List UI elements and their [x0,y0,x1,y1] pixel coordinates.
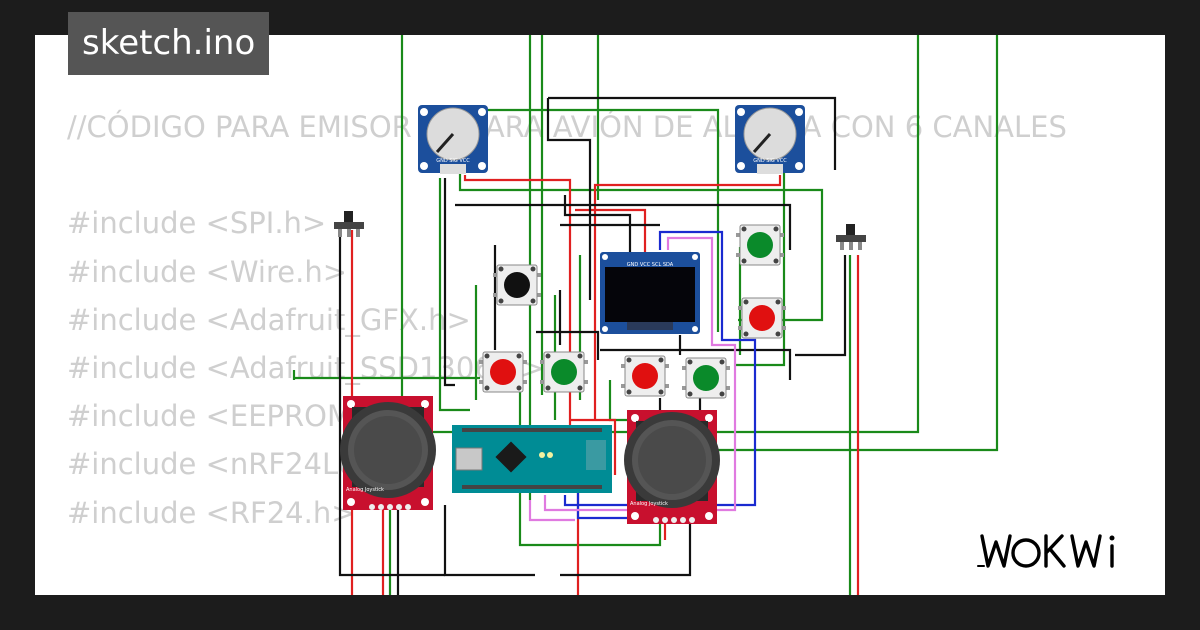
wire-red [575,208,647,255]
oled-display[interactable]: GND VCC SCL SDA [600,252,700,334]
wire-red [570,418,617,475]
wire-black [455,203,792,250]
wire-black [536,330,600,360]
wire-black [600,348,792,380]
code-line: // Definición de pines [67,585,1067,595]
pot-pin-labels: GND SIG VCC [436,158,470,164]
wire-green [477,108,720,332]
file-tab[interactable]: sketch.ino [68,12,270,75]
wire-red [463,175,572,460]
code-line: #include <Wire.h> [67,254,348,289]
wire-black [443,178,455,387]
wire-black [563,195,632,255]
push-btn-green-2[interactable] [682,357,730,399]
wire-black [548,96,837,170]
oled-pin-labels: GND VCC SCL SDA [627,262,674,268]
wire-green [438,178,470,412]
arduino-nano[interactable] [452,425,612,493]
push-btn-green-3[interactable] [736,224,784,266]
push-btn-green-1[interactable] [540,351,588,393]
wires [292,35,999,595]
code-line: #include <RF24.h> [67,495,356,530]
joystick-label: Analog Joystick [346,487,384,493]
pot-pin-labels: GND SIG VCC [753,158,787,164]
push-btn-black[interactable] [493,264,541,306]
wire-black [795,255,847,357]
wire-blue [563,230,757,507]
buttons [479,224,786,399]
push-btn-red-2[interactable] [621,355,669,397]
wire-red [593,175,782,420]
joystick-left[interactable]: Analog Joystick [340,396,436,510]
joystick-label: Analog Joystick [630,501,668,507]
wire-green [458,170,824,322]
code-line: #include <Adafruit_GFX.h> [67,302,471,337]
wokwi-logo [977,534,1115,568]
wire-black [560,510,692,577]
joystick-right[interactable]: Analog Joystick [624,410,720,524]
wire-pink [543,236,737,512]
code-line: #include <SPI.h> [67,206,327,241]
diagram-canvas[interactable]: //CÓDIGO PARA EMISOR RC PARA AVIÓN DE AL… [35,35,1165,595]
wire-black [338,230,445,577]
wire-pink [528,500,575,522]
slide-switch-left[interactable] [334,211,364,237]
potentiometer-left[interactable]: GND SIG VCC [418,105,488,174]
slide-switch-right[interactable] [836,224,866,250]
wire-black [443,505,535,577]
push-btn-red-3[interactable] [738,297,786,339]
potentiometer-right[interactable]: GND SIG VCC [735,105,805,174]
wire-black [546,98,592,300]
push-btn-red-1[interactable] [479,351,527,393]
